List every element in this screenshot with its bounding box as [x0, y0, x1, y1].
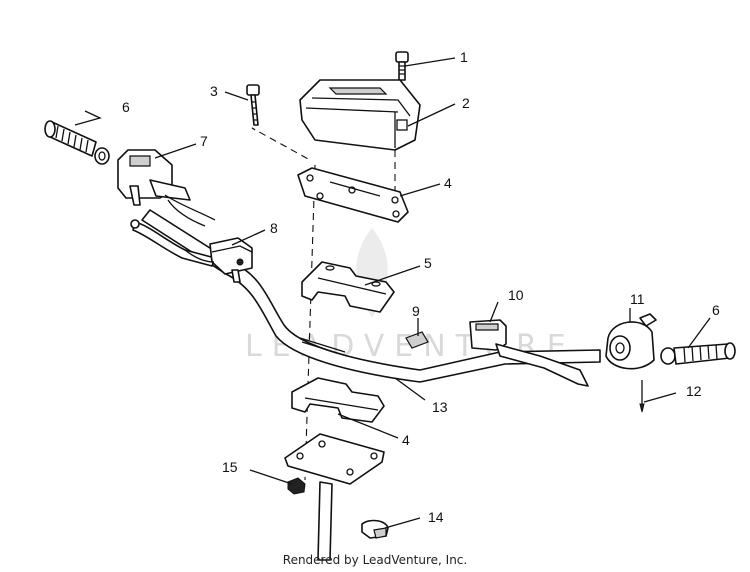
callout-4-lower: 4 — [402, 432, 410, 448]
callout-2: 2 — [462, 95, 470, 111]
callout-9: 9 — [412, 303, 420, 319]
callout-5: 5 — [424, 255, 432, 271]
callout-6-right: 6 — [712, 302, 720, 318]
throttle-housing — [117, 149, 216, 227]
callout-11: 11 — [630, 291, 645, 307]
callout-12: 12 — [686, 383, 702, 399]
clip — [361, 519, 389, 539]
grip-left — [44, 120, 110, 165]
spacer — [405, 331, 429, 349]
steering-plate — [284, 433, 385, 561]
throttle-assembly-right — [605, 313, 657, 370]
callouts: 1 2 3 4 5 6 7 8 9 10 11 6 12 13 4 15 14 — [122, 49, 720, 525]
leader-lines — [74, 57, 711, 529]
nut — [287, 477, 306, 495]
callout-15: 15 — [222, 459, 238, 475]
alignment-lines — [251, 127, 396, 481]
callout-3: 3 — [210, 83, 218, 99]
lever-pivot — [130, 219, 140, 229]
brake-lever-left — [132, 221, 216, 267]
clamp-lower — [291, 377, 385, 423]
callout-4: 4 — [444, 175, 452, 191]
callout-14: 14 — [428, 509, 444, 525]
bolt-long — [246, 84, 260, 126]
screw — [639, 380, 645, 413]
callout-6-left: 6 — [122, 99, 130, 115]
render-credit: Rendered by LeadVenture, Inc. — [282, 553, 468, 567]
clamp-plate-upper — [297, 167, 409, 223]
clamp-upper — [301, 261, 395, 313]
bolt-short — [395, 51, 409, 81]
callout-8: 8 — [270, 220, 278, 236]
callout-10: 10 — [508, 287, 524, 303]
grip-right — [660, 342, 736, 365]
master-cylinder-left — [184, 237, 253, 283]
callout-13: 13 — [432, 399, 448, 415]
callout-7: 7 — [200, 133, 208, 149]
callout-1: 1 — [460, 49, 468, 65]
master-cylinder-right — [469, 319, 589, 387]
handlebar — [141, 209, 601, 383]
handlebar-pad — [299, 79, 421, 151]
